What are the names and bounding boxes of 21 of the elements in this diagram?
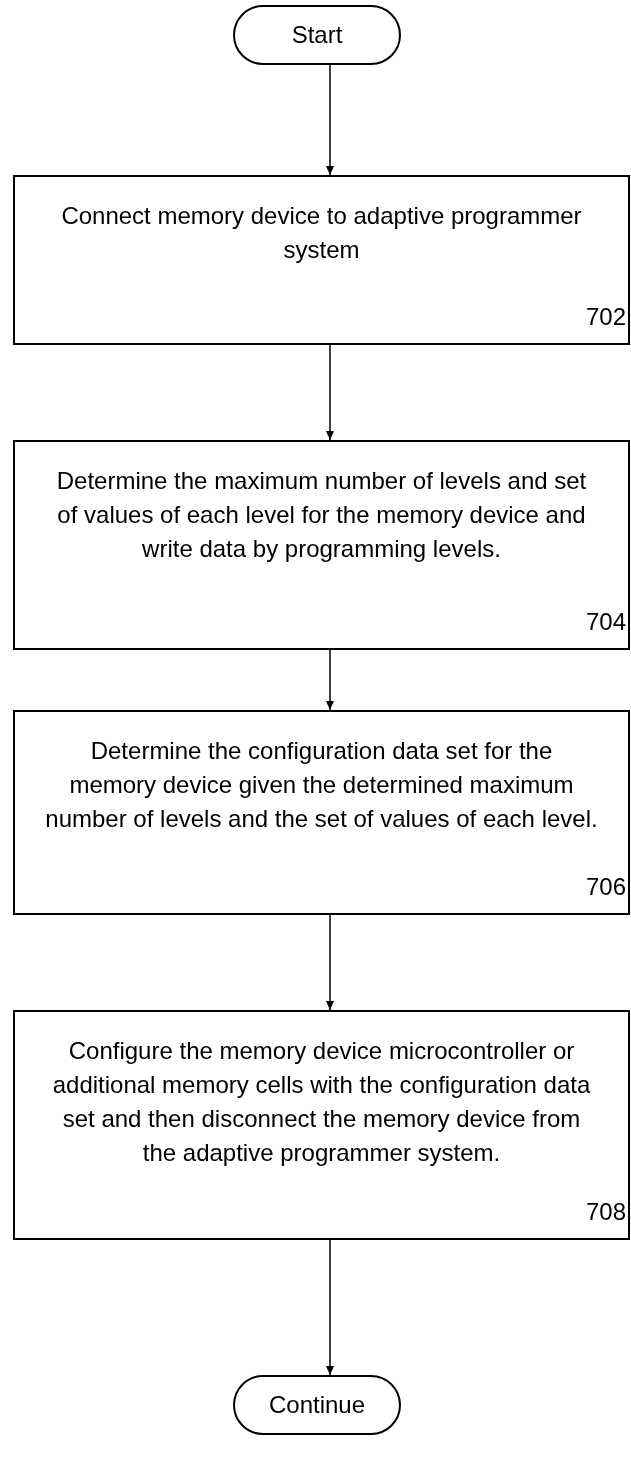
arrow	[326, 1239, 334, 1376]
arrow	[326, 344, 334, 441]
terminal-pill	[233, 1375, 401, 1435]
step-text: Determine the configuration data set for the memory device given the determined maximum number of levels and the set of values of each level.	[45, 736, 598, 834]
arrow	[326, 914, 334, 1011]
process-box	[13, 1010, 630, 1240]
terminal-label: Continue	[268, 1390, 366, 1420]
step-text: Determine the maximum number of levels and set of values of each level for the memory device and write data by programming levels.	[55, 466, 588, 564]
terminal-pill	[233, 5, 401, 65]
arrow	[326, 64, 334, 176]
process-box	[13, 175, 630, 345]
process-box	[13, 710, 630, 915]
step-number: 702	[585, 303, 626, 331]
step-text: Connect memory device to adaptive programmer system	[60, 201, 583, 265]
terminal-label: Start	[291, 20, 343, 50]
arrow	[326, 649, 334, 711]
process-box	[13, 440, 630, 650]
step-number: 704	[585, 608, 626, 636]
step-number: 706	[585, 873, 626, 901]
step-number: 708	[585, 1198, 626, 1226]
step-text: Configure the memory device microcontroller or additional memory cells with the configuration data set and then disconnect the memory device from the adaptive programmer system.	[51, 1036, 592, 1168]
